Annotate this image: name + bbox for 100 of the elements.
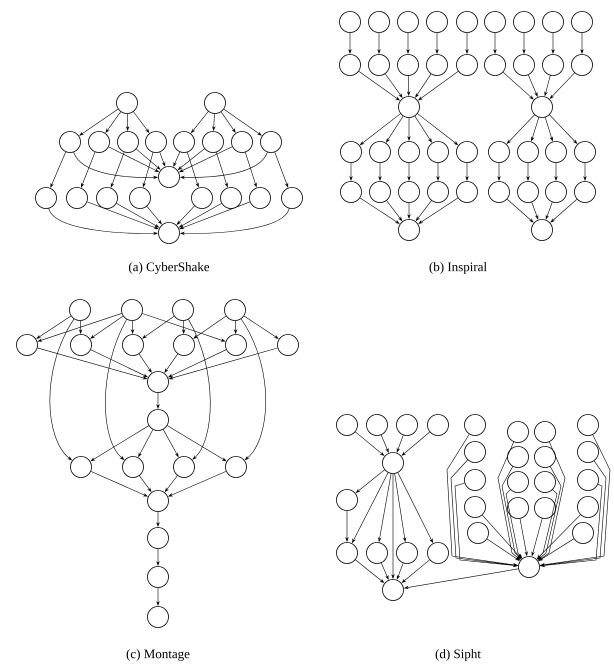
graph-node (173, 456, 195, 478)
graph-node (534, 497, 556, 519)
graph-node (129, 187, 151, 209)
graph-node (224, 299, 246, 321)
graph-node (339, 54, 361, 76)
graph-node (531, 96, 553, 118)
graph-node (16, 334, 38, 356)
graph-node (426, 54, 448, 76)
graph-node (281, 187, 303, 209)
graph-node (147, 371, 169, 393)
graph-node (336, 414, 358, 436)
graph-node (158, 222, 180, 244)
graph-node (70, 334, 92, 356)
arrow (116, 203, 160, 228)
graph-node (513, 54, 535, 76)
graph-node (147, 606, 169, 628)
graph-node (202, 131, 224, 153)
graph-node (121, 299, 143, 321)
graph-node (427, 542, 449, 564)
graph-node (204, 92, 226, 114)
graph-node (122, 456, 144, 478)
graph-node (464, 441, 486, 463)
graph-node (147, 566, 169, 588)
graph-node (534, 421, 556, 443)
graph-node (517, 181, 539, 203)
arrow (79, 108, 118, 136)
graph-node (397, 11, 419, 33)
graph-node (531, 219, 553, 241)
graph-node (574, 141, 596, 163)
graph-node (426, 11, 448, 33)
graph-node (488, 141, 510, 163)
graph-node (545, 181, 567, 203)
graph-node (484, 11, 506, 33)
graph-node (518, 556, 540, 578)
graph-node (225, 456, 247, 478)
graph-node (69, 299, 91, 321)
graph-node (571, 54, 593, 76)
graph-node (542, 54, 564, 76)
graph-node (488, 181, 510, 203)
graph-node (35, 187, 57, 209)
graph-node (572, 522, 594, 544)
graph-node (382, 452, 404, 474)
graph-node (577, 469, 599, 491)
graph-node (507, 421, 529, 443)
graph-node (456, 11, 478, 33)
caption: (b) Inspiral (430, 262, 487, 274)
graph-node (147, 490, 169, 512)
graph-node (545, 141, 567, 163)
graph-node (173, 334, 195, 356)
graph-node (484, 54, 506, 76)
graph-node (260, 131, 282, 153)
graph-node (398, 181, 420, 203)
graph-node (397, 54, 419, 76)
graph-node (158, 166, 180, 188)
graph-node (122, 334, 144, 356)
graph-node (398, 96, 420, 118)
graph-node (340, 181, 362, 203)
graph-node (145, 131, 167, 153)
graph-node (464, 414, 486, 436)
graph-node (225, 334, 247, 356)
graph-node (577, 441, 599, 463)
graph-node (59, 131, 81, 153)
graph-node (467, 522, 489, 544)
graph-node (116, 92, 138, 114)
graph-node (369, 141, 391, 163)
graph-node (336, 542, 358, 564)
arrow (188, 319, 211, 460)
graph-node (336, 489, 358, 511)
graph-node (172, 299, 194, 321)
graph-node (366, 542, 388, 564)
graph-node (398, 141, 420, 163)
graph-node (339, 11, 361, 33)
graph-node (507, 471, 529, 493)
graph-node (368, 11, 390, 33)
graph-node (456, 54, 478, 76)
graph-node (173, 131, 195, 153)
caption: (a) CyberShake (128, 262, 210, 274)
graph-node (96, 187, 118, 209)
graph-node (340, 141, 362, 163)
graph-node (513, 11, 535, 33)
graph-node (517, 141, 539, 163)
graph-node (427, 414, 449, 436)
arrow (506, 489, 522, 558)
graph-node (366, 414, 388, 436)
caption: (d) Sipht (436, 649, 481, 661)
graph-node (191, 187, 213, 209)
arrow (138, 354, 152, 373)
graph-node (456, 141, 478, 163)
graph-node (574, 181, 596, 203)
graph-node (577, 414, 599, 436)
graph-node (147, 527, 169, 549)
graph-node (456, 181, 478, 203)
arrow (193, 316, 226, 339)
graph-node (396, 414, 418, 436)
graph-node (398, 219, 420, 241)
arrow (178, 203, 222, 228)
graph-node (542, 11, 564, 33)
graph-node (507, 446, 529, 468)
arrow (50, 318, 74, 460)
graph-node (577, 496, 599, 518)
